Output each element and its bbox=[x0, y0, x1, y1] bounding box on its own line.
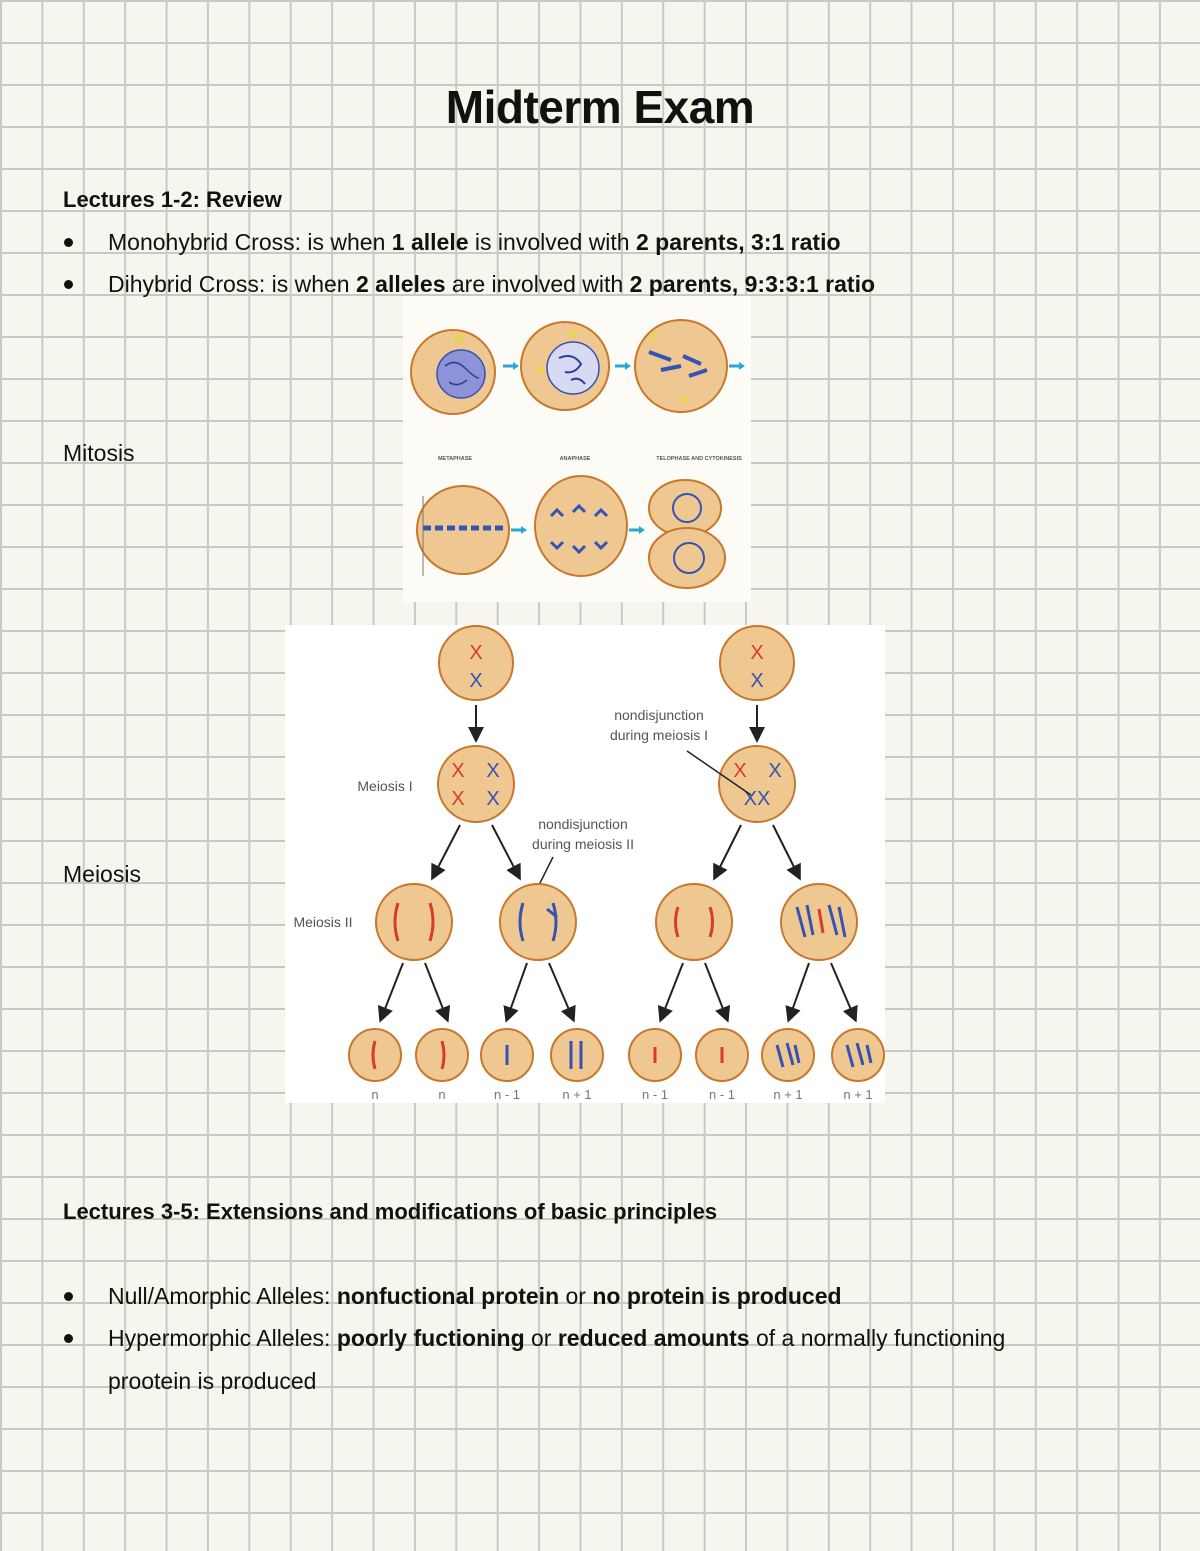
meiosis2-cell-2 bbox=[499, 883, 577, 961]
section-heading-extensions: Lectures 3-5: Extensions and modificatio… bbox=[63, 1199, 718, 1224]
bullet bbox=[64, 238, 73, 247]
meiosis1-label: Meiosis I bbox=[357, 778, 412, 794]
nondisjunction2-line2: during meiosis II bbox=[532, 836, 634, 852]
svg-text:X: X bbox=[451, 760, 464, 782]
gamete-label: n - 1 bbox=[642, 1087, 668, 1102]
mitosis-cell-early-metaphase bbox=[634, 319, 728, 413]
meiosis-label: Meiosis bbox=[63, 861, 141, 887]
gamete-1 bbox=[348, 1028, 402, 1082]
page-title: Midterm Exam bbox=[445, 81, 755, 133]
bullet bbox=[64, 1334, 73, 1343]
meiosis-diagram: X X X X X X X X X X XX Meiosis I nondisj… bbox=[285, 625, 885, 1103]
meiosis1-cell-right: X X XX bbox=[718, 745, 796, 823]
list-item-null-alleles: Null/Amorphic Alleles: nonfuctional prot… bbox=[108, 1283, 842, 1309]
gamete-8 bbox=[831, 1028, 885, 1082]
gamete-3 bbox=[480, 1028, 534, 1082]
svg-text:X: X bbox=[768, 760, 781, 782]
meiosis2-label: Meiosis II bbox=[293, 914, 352, 930]
gamete-6 bbox=[695, 1028, 749, 1082]
list-item-hypermorphic-continuation: prootein is produced bbox=[108, 1368, 317, 1394]
mitosis-cell-telophase bbox=[648, 479, 726, 589]
gamete-7 bbox=[761, 1028, 815, 1082]
nondisjunction1-line2: during meiosis I bbox=[610, 727, 708, 743]
bullet bbox=[64, 1292, 73, 1301]
svg-text:X: X bbox=[486, 788, 499, 810]
mitosis-diagram: METAPHASE ANAPHASE TELOPHASE AND CYTOKIN… bbox=[403, 296, 751, 602]
list-item-dihybrid: Dihybrid Cross: is when 2 alleles are in… bbox=[108, 271, 876, 297]
mitosis-cell-prophase bbox=[410, 329, 496, 415]
list-item-hypermorphic-alleles: Hypermorphic Alleles: poorly fuctioning … bbox=[108, 1325, 1006, 1351]
svg-text:X: X bbox=[469, 642, 482, 664]
mitosis-cell-anaphase bbox=[534, 475, 628, 577]
section-heading-review: Lectures 1-2: Review bbox=[63, 187, 282, 212]
nondisjunction1-line1: nondisjunction bbox=[614, 707, 704, 723]
bullet bbox=[64, 280, 73, 289]
mitosis-cell-metaphase bbox=[416, 485, 510, 576]
gamete-label: n bbox=[371, 1087, 378, 1102]
svg-text:XX: XX bbox=[744, 788, 771, 810]
meiosis2-cell-1 bbox=[375, 883, 453, 961]
list-item-monohybrid: Monohybrid Cross: is when 1 allele is in… bbox=[108, 229, 841, 255]
gamete-label: n + 1 bbox=[562, 1087, 591, 1102]
phase-label-metaphase: METAPHASE bbox=[438, 456, 472, 462]
mitosis-label: Mitosis bbox=[63, 440, 135, 466]
meiosis1-cell-left: X X X X bbox=[437, 745, 515, 823]
nondisjunction2-line1: nondisjunction bbox=[538, 816, 628, 832]
gamete-label: n + 1 bbox=[773, 1087, 802, 1102]
gamete-4 bbox=[550, 1028, 604, 1082]
svg-text:X: X bbox=[750, 642, 763, 664]
gamete-label: n bbox=[438, 1087, 445, 1102]
parent-cell-left: X X bbox=[438, 625, 514, 701]
phase-label-telophase: TELOPHASE AND CYTOKINESIS bbox=[656, 456, 742, 462]
phase-label-anaphase: ANAPHASE bbox=[560, 456, 591, 462]
gamete-label: n - 1 bbox=[494, 1087, 520, 1102]
parent-cell-right: X X bbox=[719, 625, 795, 701]
svg-text:X: X bbox=[733, 760, 746, 782]
gamete-label: n - 1 bbox=[709, 1087, 735, 1102]
svg-text:X: X bbox=[451, 788, 464, 810]
gamete-label: n + 1 bbox=[843, 1087, 872, 1102]
gamete-5 bbox=[628, 1028, 682, 1082]
svg-text:X: X bbox=[469, 670, 482, 692]
meiosis2-cell-4 bbox=[780, 883, 858, 961]
gamete-2 bbox=[415, 1028, 469, 1082]
meiosis2-cell-3 bbox=[655, 883, 733, 961]
svg-text:X: X bbox=[486, 760, 499, 782]
svg-text:X: X bbox=[750, 670, 763, 692]
mitosis-cell-prometaphase bbox=[520, 321, 610, 411]
